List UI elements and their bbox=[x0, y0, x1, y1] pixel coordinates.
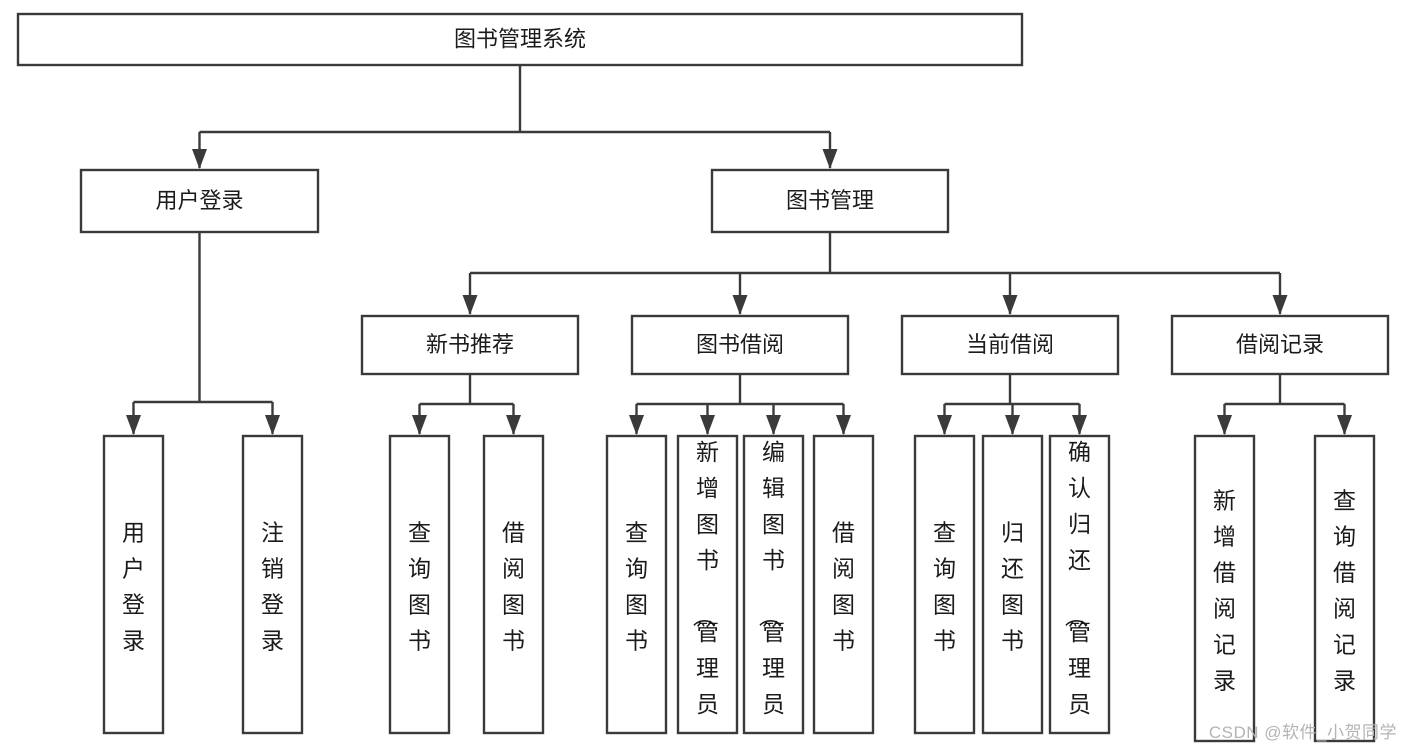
node-box[interactable] bbox=[710, 168, 950, 234]
node-box[interactable] bbox=[900, 314, 1120, 376]
node-box[interactable] bbox=[241, 434, 304, 735]
arrow-head-icon-leaf-user-login bbox=[126, 415, 141, 435]
node-box[interactable] bbox=[482, 434, 545, 735]
node-label: 新增图书（管理员） bbox=[691, 439, 719, 747]
node-layer: 图书管理系统用户登录图书管理新书推荐图书借阅当前借阅借阅记录用户登录注销登录查询… bbox=[16, 12, 1390, 747]
node-label: 图书管理系统 bbox=[454, 26, 586, 51]
node-box[interactable] bbox=[79, 168, 320, 234]
level2-node-book-manage[interactable]: 图书管理 bbox=[710, 168, 950, 234]
node-label: 查询图书 bbox=[625, 520, 648, 654]
arrow-head-icon-leaf-query-book bbox=[629, 415, 644, 435]
level3-node-book-borrow[interactable]: 图书借阅 bbox=[630, 314, 850, 376]
node-label: 图书借阅 bbox=[696, 332, 784, 357]
arrow-head-icon-leaf-edit-book bbox=[766, 415, 781, 435]
level3-node-new-book-rec[interactable]: 新书推荐 bbox=[360, 314, 580, 376]
leaf-node-leaf-user-login[interactable]: 用户登录 bbox=[102, 434, 165, 735]
leaf-node-leaf-query-book[interactable]: 查询图书 bbox=[605, 434, 668, 735]
node-label: 借阅记录 bbox=[1236, 332, 1324, 357]
node-label: 图书管理 bbox=[786, 188, 874, 213]
arrow-head-icon-user-login bbox=[192, 149, 207, 169]
node-box[interactable] bbox=[742, 434, 805, 735]
leaf-node-leaf-add-record[interactable]: 新增借阅记录 bbox=[1193, 434, 1256, 743]
leaf-node-leaf-return-book[interactable]: 归还图书 bbox=[981, 434, 1044, 735]
node-label: 编辑图书（管理员） bbox=[757, 439, 785, 747]
arrow-head-icon-leaf-return-book bbox=[1005, 415, 1020, 435]
arrow-head-icon-new-book-rec bbox=[462, 295, 478, 315]
leaf-node-leaf-query-record[interactable]: 查询借阅记录 bbox=[1313, 434, 1376, 743]
arrow-head-icon-leaf-logout bbox=[265, 415, 280, 435]
arrow-head-icon-borrow-record bbox=[1272, 295, 1288, 315]
node-label: 新增借阅记录 bbox=[1213, 488, 1236, 694]
watermark-label: CSDN @软件_小贺同学 bbox=[1208, 723, 1397, 742]
node-box[interactable] bbox=[605, 434, 668, 735]
leaf-node-leaf-borrow-book[interactable]: 借阅图书 bbox=[812, 434, 875, 735]
node-box[interactable] bbox=[676, 434, 739, 735]
arrow-head-icon-leaf-add-book bbox=[700, 415, 715, 435]
node-label: 新书推荐 bbox=[426, 332, 514, 357]
level3-node-current-borrow[interactable]: 当前借阅 bbox=[900, 314, 1120, 376]
node-box[interactable] bbox=[812, 434, 875, 735]
node-label: 确认归还（管理员） bbox=[1063, 439, 1091, 747]
leaf-node-leaf-query-book-cur[interactable]: 查询图书 bbox=[913, 434, 976, 735]
arrow-head-icon-leaf-borrow-book bbox=[836, 415, 851, 435]
arrow-head-icon-leaf-query-book-cur bbox=[937, 415, 952, 435]
arrow-head-icon-leaf-query-book-rec bbox=[412, 415, 427, 435]
arrow-head-icon-leaf-query-record bbox=[1337, 415, 1352, 435]
node-label: 借阅图书 bbox=[502, 520, 525, 654]
node-label: 查询图书 bbox=[933, 520, 956, 654]
arrow-head-icon-current-borrow bbox=[1002, 295, 1018, 315]
leaf-node-leaf-edit-book[interactable]: 编辑图书（管理员） bbox=[742, 434, 805, 747]
node-box[interactable] bbox=[1313, 434, 1376, 743]
node-label: 借阅图书 bbox=[832, 520, 855, 654]
node-label: 查询图书 bbox=[408, 520, 431, 654]
arrow-head-icon-leaf-confirm-return bbox=[1072, 415, 1087, 435]
node-box[interactable] bbox=[913, 434, 976, 735]
node-label: 归还图书 bbox=[1001, 520, 1024, 654]
node-label: 用户登录 bbox=[155, 188, 243, 213]
arrow-head-icon-book-manage bbox=[822, 149, 838, 169]
node-label: 注销登录 bbox=[261, 520, 284, 654]
leaf-node-leaf-add-book[interactable]: 新增图书（管理员） bbox=[676, 434, 739, 747]
level3-node-borrow-record[interactable]: 借阅记录 bbox=[1170, 314, 1390, 376]
node-box[interactable] bbox=[1170, 314, 1390, 376]
root-node-root[interactable]: 图书管理系统 bbox=[16, 12, 1024, 67]
node-label: 当前借阅 bbox=[966, 332, 1054, 357]
node-box[interactable] bbox=[630, 314, 850, 376]
node-box[interactable] bbox=[981, 434, 1044, 735]
level2-node-user-login[interactable]: 用户登录 bbox=[79, 168, 320, 234]
node-label: 查询借阅记录 bbox=[1333, 488, 1356, 694]
node-box[interactable] bbox=[1193, 434, 1256, 743]
node-box[interactable] bbox=[16, 12, 1024, 67]
leaf-node-leaf-confirm-return[interactable]: 确认归还（管理员） bbox=[1048, 434, 1111, 747]
leaf-node-leaf-logout[interactable]: 注销登录 bbox=[241, 434, 304, 735]
connector-layer bbox=[126, 65, 1352, 435]
node-box[interactable] bbox=[388, 434, 451, 735]
node-box[interactable] bbox=[102, 434, 165, 735]
leaf-node-leaf-query-book-rec[interactable]: 查询图书 bbox=[388, 434, 451, 735]
leaf-node-leaf-borrow-book-rec[interactable]: 借阅图书 bbox=[482, 434, 545, 735]
arrow-head-icon-leaf-add-record bbox=[1217, 415, 1232, 435]
node-box[interactable] bbox=[360, 314, 580, 376]
node-label: 用户登录 bbox=[122, 520, 145, 654]
arrow-head-icon-leaf-borrow-book-rec bbox=[506, 415, 521, 435]
arrow-head-icon-book-borrow bbox=[732, 295, 748, 315]
node-box[interactable] bbox=[1048, 434, 1111, 735]
